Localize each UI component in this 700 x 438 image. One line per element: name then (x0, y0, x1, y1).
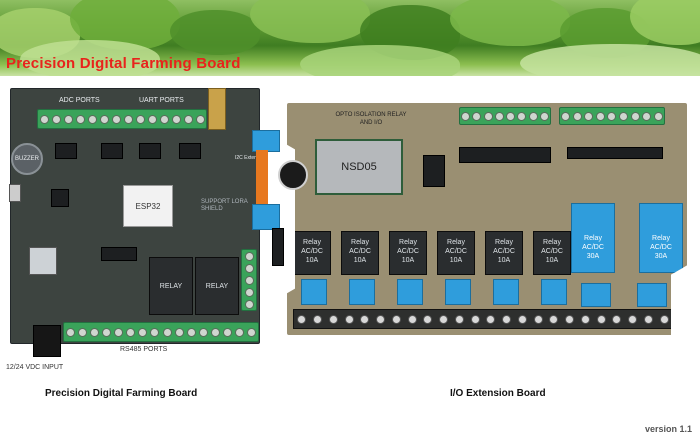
top-terminal-block (37, 109, 207, 129)
header-pins-2 (101, 143, 123, 159)
io-screw-terminals (293, 309, 673, 329)
small-relay-3: Relay AC/DC 10A (389, 231, 427, 275)
esp32-module: ESP32 (123, 185, 173, 227)
buzzer-label: BUZZER (15, 156, 39, 162)
small-relay-4-l1: Relay (447, 239, 465, 246)
capacitor (278, 160, 308, 190)
fuse-6 (541, 279, 567, 305)
header-pins-4 (179, 143, 201, 159)
rs485-ports-label: RS485 PORTS (120, 346, 168, 353)
i2c-extend-label: I2C Extend (235, 155, 260, 161)
adc-ports-label: ADC PORTS (59, 97, 100, 104)
small-relay-6: Relay AC/DC 10A (533, 231, 571, 275)
io-extension-board: OPTO ISOLATION RELAY AND I/O DCIN DCOUT … (287, 103, 687, 335)
small-relay-4-l2: AC/DC (445, 248, 467, 255)
small-relay-6-l3: 10A (545, 257, 559, 264)
relay-2-label: RELAY (205, 283, 229, 290)
big-relay-2: Relay AC/DC 30A (639, 203, 683, 273)
small-relay-3-l3: 10A (401, 257, 415, 264)
fuse-7 (581, 283, 611, 307)
header-banner: Precision Digital Farming Board (0, 0, 700, 76)
small-relay-3-l2: AC/DC (397, 248, 419, 255)
io-side-header (272, 228, 284, 266)
right-terminal-block (241, 249, 257, 311)
relay-driver-chip (101, 247, 137, 261)
small-relay-1-l2: AC/DC (301, 248, 323, 255)
io-header-a (459, 147, 551, 163)
big-relay-1-l1: Relay (584, 235, 602, 242)
small-relay-5-l2: AC/DC (493, 248, 515, 255)
small-relay-4-l3: 10A (449, 257, 463, 264)
nsd05-module: NSD05 (315, 139, 403, 195)
lcd-module (29, 247, 57, 275)
ic-chip (51, 189, 69, 207)
bridge-cable (256, 150, 268, 210)
big-relay-2-l1: Relay (652, 235, 670, 242)
buzzer: BUZZER (11, 143, 43, 175)
dcin-terminal-block (459, 107, 551, 125)
io-header-b (567, 147, 663, 159)
opto-isolation-label: OPTO ISOLATION RELAY AND I/O (335, 112, 407, 126)
uart-ports-label: UART PORTS (139, 97, 184, 104)
big-relay-2-l3: 30A (654, 253, 668, 260)
small-relay-6-l2: AC/DC (541, 248, 563, 255)
small-relay-5-l3: 10A (497, 257, 511, 264)
relay-1-label: RELAY (159, 283, 183, 290)
bridge-connector-bottom (252, 204, 280, 230)
small-relay-2-l1: Relay (351, 239, 369, 246)
dc-power-jack (33, 325, 61, 357)
small-relay-6-l1: Relay (543, 239, 561, 246)
fuse-3 (397, 279, 423, 305)
fuse-1 (301, 279, 327, 305)
lora-shield-label: SUPPORT LORA SHIELD (201, 199, 248, 212)
small-relay-2-l2: AC/DC (349, 248, 371, 255)
header-pins-1 (55, 143, 77, 159)
small-relay-1: Relay AC/DC 10A (293, 231, 331, 275)
small-relay-5: Relay AC/DC 10A (485, 231, 523, 275)
small-relay-2: Relay AC/DC 10A (341, 231, 379, 275)
caption-io-board: I/O Extension Board (450, 388, 546, 399)
main-board: ADC PORTS UART PORTS BUZZER ESP32 SUPPOR… (9, 88, 260, 357)
fuse-5 (493, 279, 519, 305)
dcout-terminal-block (559, 107, 665, 125)
small-relay-1-l1: Relay (303, 239, 321, 246)
fuse-8 (637, 283, 667, 307)
usb-port (9, 184, 21, 202)
antenna-connector (208, 88, 226, 130)
big-relay-1-l2: AC/DC (582, 244, 604, 251)
caption-main-board: Precision Digital Farming Board (45, 388, 198, 399)
bottom-terminal-block (63, 322, 259, 342)
small-relay-4: Relay AC/DC 10A (437, 231, 475, 275)
small-relay-2-l3: 10A (353, 257, 367, 264)
bridge-connector-top (252, 130, 280, 152)
fuse-2 (349, 279, 375, 305)
big-relay-1-l3: 30A (586, 253, 600, 260)
big-relay-1: Relay AC/DC 30A (571, 203, 615, 273)
page-title: Precision Digital Farming Board (6, 55, 241, 72)
small-relay-5-l1: Relay (495, 239, 513, 246)
relay-1: RELAY (149, 257, 193, 315)
header-pins-3 (139, 143, 161, 159)
fuse-4 (445, 279, 471, 305)
small-relay-3-l1: Relay (399, 239, 417, 246)
small-relay-1-l3: 10A (305, 257, 319, 264)
big-relay-2-l2: AC/DC (650, 244, 672, 251)
relay-2: RELAY (195, 257, 239, 315)
power-input-label: 12/24 VDC INPUT (6, 364, 64, 371)
dcin-label: DCIN (493, 96, 511, 103)
dcout-label: DCOUT (593, 96, 618, 103)
version-label: version 1.1 (644, 424, 692, 434)
io-ic (423, 155, 445, 187)
